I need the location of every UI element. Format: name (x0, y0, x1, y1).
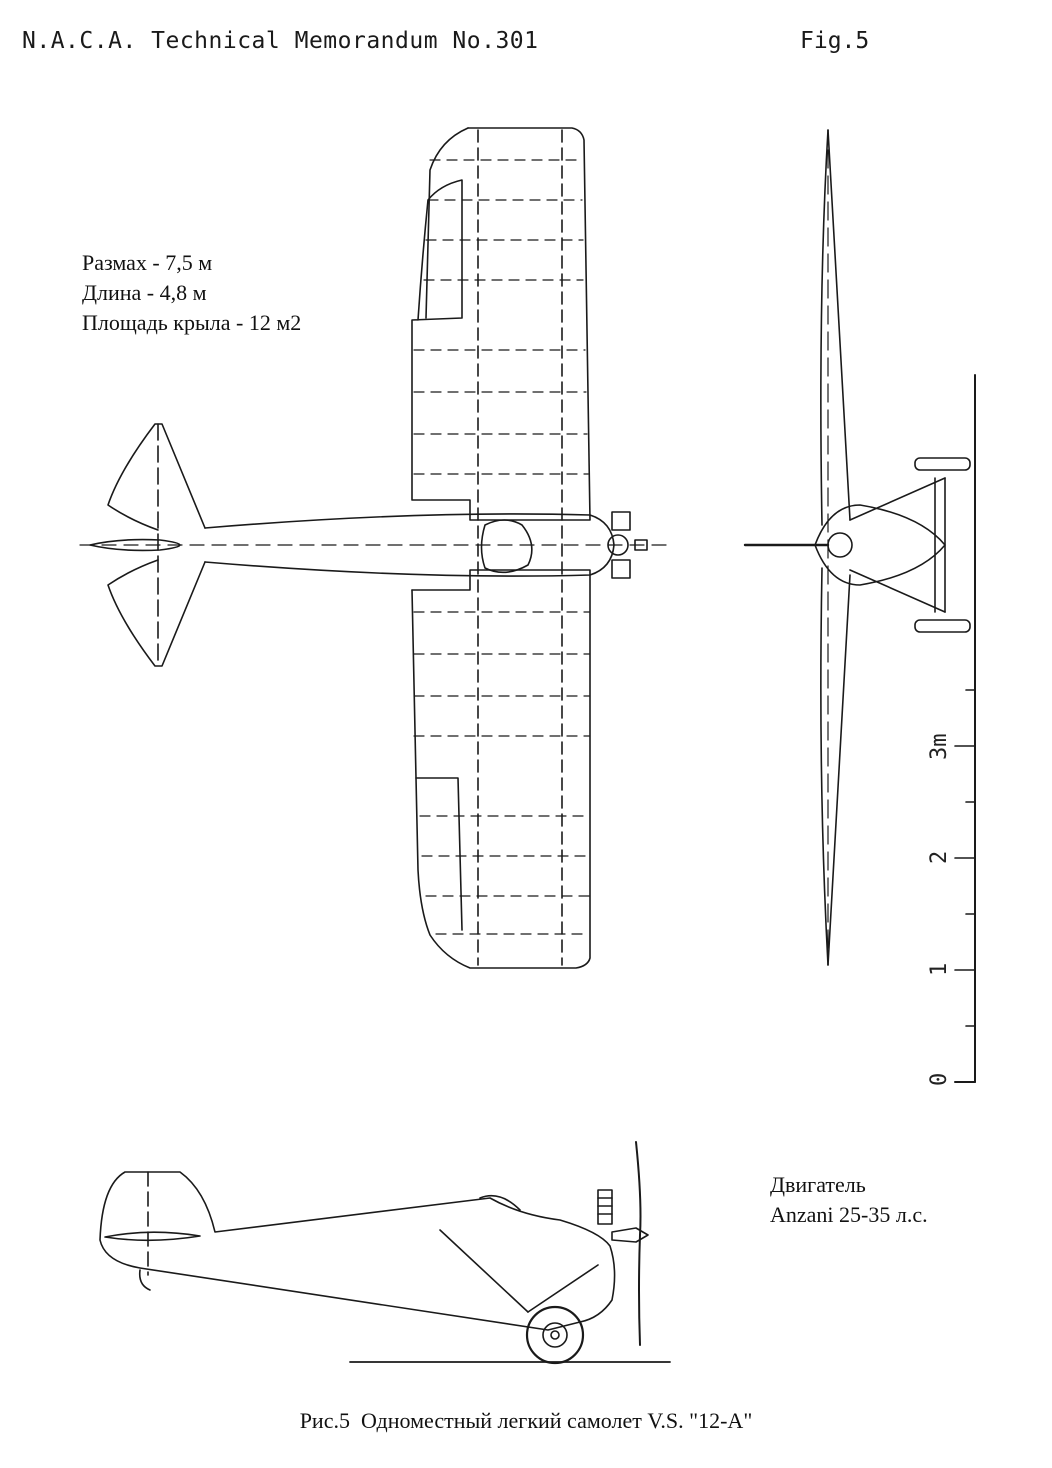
stabilizer-lower (107, 559, 206, 667)
engine-model: Anzani 25-35 л.с. (770, 1202, 928, 1227)
engine-label: Двигатель (770, 1172, 866, 1197)
rudder-plan (89, 538, 181, 552)
prop-nut (634, 539, 648, 551)
wing-front-upper (827, 129, 851, 521)
scale-tick-3: 3m (927, 734, 952, 761)
wheel-hub-side (542, 1322, 568, 1348)
cockpit-side (479, 1194, 521, 1211)
spec-wingspan: Размах - 7,5 м (82, 250, 213, 275)
spinner-side (611, 1227, 649, 1243)
tail-skid (138, 1269, 151, 1291)
cylinder-top (611, 511, 631, 531)
scale-tick-1: 1 (927, 963, 952, 976)
front-view (743, 129, 971, 966)
prop-hub-front (827, 532, 853, 558)
wing-front-lower (827, 574, 851, 966)
wing-lower (411, 569, 591, 969)
wheel-top (914, 457, 971, 471)
wheel-bottom (914, 619, 971, 633)
scale-tick-0: 0 (927, 1073, 952, 1086)
gear-strut-2 (849, 569, 946, 613)
cockpit-opening (480, 519, 533, 574)
fuselage-front (814, 504, 946, 586)
fuselage-plan (204, 513, 615, 577)
gear-strut-1 (849, 477, 946, 521)
wing-ribs (413, 159, 590, 935)
figure-caption: Рис.5 Одноместный легкий самолет V.S. "1… (299, 1408, 753, 1433)
engine-block: Двигатель Anzani 25-35 л.с. (770, 1170, 928, 1230)
spec-length: Длина - 4,8 м (82, 280, 207, 305)
figure-number: Fig.5 (800, 28, 870, 54)
wing-strut-side (439, 1229, 529, 1313)
engine-cylinder-side (597, 1189, 613, 1225)
stabilizer-upper (107, 423, 206, 531)
wing-upper (411, 127, 591, 521)
scale-bar: 0 1 2 3m (927, 374, 976, 1086)
wheel-side (525, 1305, 585, 1365)
specs-block: Размах - 7,5 м Длина - 4,8 м Площадь кры… (82, 248, 301, 338)
propeller-side (635, 1141, 642, 1346)
tailplane-side (104, 1231, 201, 1242)
memo-header: N.A.C.A. Technical Memorandum No.301 (22, 28, 539, 54)
scale-tick-2: 2 (927, 851, 952, 864)
cylinder-bottom (611, 559, 631, 579)
side-view (99, 1141, 671, 1365)
spec-wing-area: Площадь крыла - 12 м2 (82, 310, 302, 335)
prop-hub-plan (607, 534, 629, 556)
plan-view (79, 127, 673, 969)
